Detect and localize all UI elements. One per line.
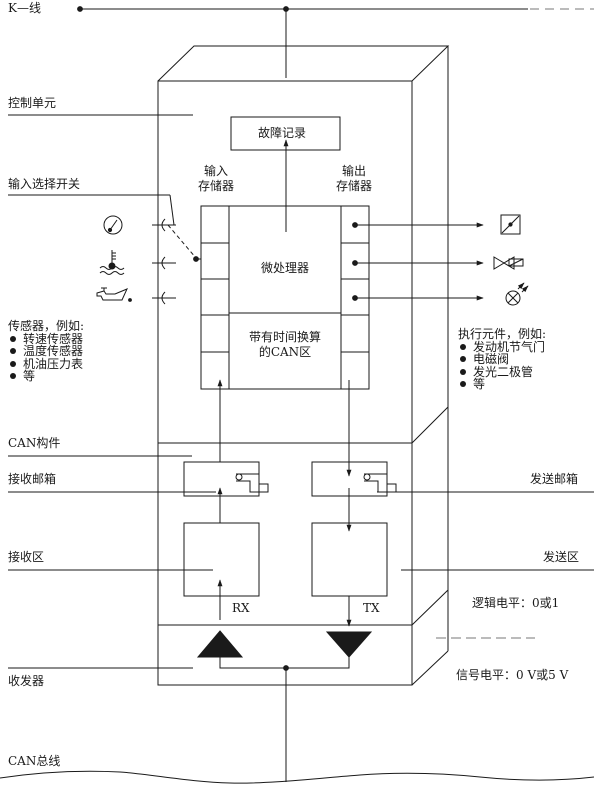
- sensor-item: 转速传感器: [8, 332, 84, 346]
- microprocessor-block: [228, 205, 342, 390]
- input-memory-label-line1: 输入: [203, 164, 228, 178]
- send-mailbox-label: 发送邮箱: [530, 472, 579, 486]
- transceiver-block: [196, 630, 373, 782]
- k-line-label: K—线: [8, 1, 41, 15]
- receive-mailbox-label: 接收邮箱: [8, 472, 57, 486]
- input-selector-switch: [152, 194, 201, 305]
- send-mailbox-box: [311, 461, 397, 497]
- input-memory-label-line2: 存储器: [197, 179, 234, 193]
- sensor-examples-heading: 传感器，例如:: [8, 319, 85, 333]
- can-bus-label: CAN总线: [8, 754, 61, 768]
- actuator-examples-heading: 执行元件，例如:: [458, 327, 547, 341]
- input-selector-label: 输入选择开关: [8, 177, 81, 191]
- actuator-item: 电磁阀: [458, 353, 546, 366]
- sensor-item: 等: [8, 370, 84, 383]
- timed-can-area-label-line1: 带有时间换算: [248, 330, 321, 344]
- can-bus-wire: [0, 770, 594, 784]
- output-memory-label-line2: 存储器: [335, 179, 372, 193]
- speed-sensor-icon: [103, 215, 123, 235]
- oil-pressure-icon: [96, 287, 132, 302]
- control-unit-housing: [157, 45, 450, 686]
- actuator-item: 发光二极管: [458, 365, 546, 379]
- input-memory-stack: [200, 205, 230, 390]
- leader-lines: [8, 114, 594, 669]
- tx-label: TX: [363, 601, 380, 615]
- rx-label: RX: [232, 601, 250, 615]
- control-unit-label: 控制单元: [8, 96, 57, 110]
- actuator-item: 发动机节气门: [458, 340, 546, 354]
- solenoid-valve-icon: [493, 256, 524, 270]
- output-memory-label-line1: 输出: [341, 164, 366, 178]
- transceiver-label: 收发器: [8, 674, 45, 688]
- receive-area-box: [183, 522, 260, 597]
- throttle-valve-icon: [500, 214, 521, 235]
- k-line: [77, 6, 594, 78]
- sensor-examples-list: 传感器，例如: 转速传感器 温度传感器 机油压力表 等: [8, 320, 84, 383]
- can-component-label: CAN构件: [8, 436, 61, 450]
- led-lamp-icon: [505, 282, 529, 306]
- timed-can-area-label-line2: 的CAN区: [258, 345, 312, 359]
- receive-mailbox-box: [183, 461, 269, 497]
- logic-level-label: 逻辑电平：0或1: [472, 596, 560, 610]
- sensor-item: 机油压力表: [8, 357, 84, 371]
- send-area-label: 发送区: [543, 550, 580, 564]
- actuator-item: 等: [458, 378, 546, 391]
- send-area-box: [311, 522, 388, 597]
- receive-area-label: 接收区: [8, 550, 45, 564]
- signal-level-label: 信号电平：0 V或5 V: [456, 668, 569, 682]
- sensor-item: 温度传感器: [8, 345, 84, 358]
- fault-record-label: 故障记录: [258, 126, 307, 140]
- microprocessor-label: 微处理器: [260, 261, 309, 275]
- actuator-examples-list: 执行元件，例如: 发动机节气门 电磁阀 发光二极管 等: [458, 328, 546, 391]
- coolant-temperature-icon: [99, 250, 125, 275]
